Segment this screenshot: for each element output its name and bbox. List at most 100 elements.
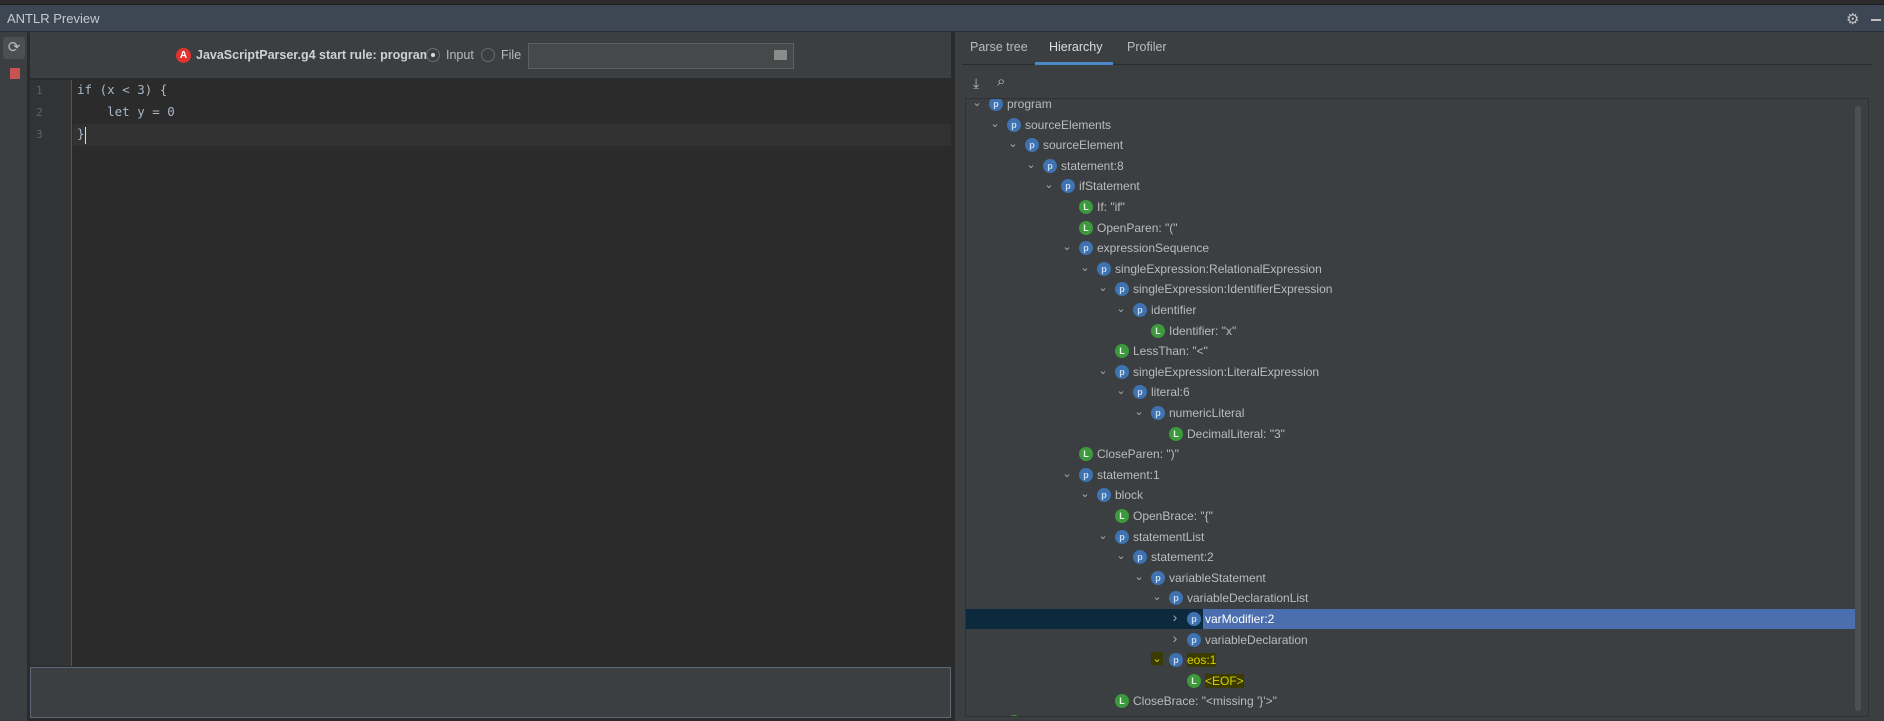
tree-node[interactable]: L LessThan: "<": [966, 341, 1856, 361]
chevron-down-icon[interactable]: ⌄: [1134, 570, 1144, 583]
input-editor[interactable]: 1 2 3 if (x < 3) { let y = 0 }: [30, 80, 951, 666]
chevron-down-icon[interactable]: ⌄: [1008, 138, 1018, 151]
lexer-token-icon: L: [1169, 426, 1183, 441]
input-radio[interactable]: [426, 48, 440, 62]
tree-node-label: <EOF>: [1025, 715, 1064, 716]
console-panel: [30, 667, 951, 718]
stop-button[interactable]: [10, 68, 20, 79]
code-line[interactable]: let y = 0: [77, 104, 175, 119]
chevron-down-icon[interactable]: ⌄: [1098, 282, 1108, 295]
chevron-down-icon[interactable]: ⌄: [972, 98, 982, 109]
tree-node-label: If: "if": [1097, 200, 1125, 214]
lexer-token-icon: L: [1115, 694, 1129, 709]
chevron-down-icon[interactable]: ⌄: [1098, 529, 1108, 542]
chevron-down-icon[interactable]: ⌄: [1134, 406, 1144, 418]
parser-rule-icon: p: [1115, 282, 1129, 297]
search-icon[interactable]: ⌕: [997, 73, 1006, 90]
file-path-input[interactable]: [528, 43, 794, 69]
parser-rule-icon: p: [1079, 241, 1093, 256]
tree-node[interactable]: L DecimalLiteral: "3": [966, 424, 1856, 444]
folder-icon[interactable]: [774, 50, 787, 60]
lexer-token-icon: L: [1115, 509, 1129, 523]
tree-node[interactable]: ⌄ p singleExpression:IdentifierExpression: [966, 279, 1856, 299]
code-line[interactable]: if (x < 3) {: [77, 82, 168, 97]
tree-node[interactable]: L OpenBrace: "{": [966, 506, 1856, 526]
tree-node[interactable]: L CloseBrace: "<missing '}'>": [966, 691, 1856, 711]
chevron-down-icon[interactable]: ⌄: [1116, 550, 1126, 563]
tab-profiler[interactable]: Profiler: [1127, 40, 1167, 54]
input-radio-label[interactable]: Input: [446, 48, 474, 62]
tree-node-label: LessThan: "<": [1133, 344, 1208, 359]
file-radio[interactable]: [481, 48, 495, 62]
chevron-right-icon[interactable]: ›: [1172, 609, 1178, 625]
parser-rule-icon: p: [1115, 364, 1129, 379]
line-number: 1: [36, 84, 43, 97]
tree-node-label: program: [1007, 98, 1052, 111]
lexer-token-icon: L: [1187, 673, 1201, 688]
tree-scrollbar[interactable]: [1855, 106, 1861, 711]
chevron-down-icon[interactable]: ⌄: [1151, 652, 1163, 666]
chevron-down-icon[interactable]: ⌄: [1044, 179, 1054, 192]
chevron-down-icon[interactable]: ⌄: [1080, 261, 1090, 274]
parser-rule-icon: p: [1115, 529, 1129, 544]
tree-node-label: CloseBrace: "<missing '}'>": [1133, 694, 1277, 709]
parser-rule-icon: p: [1133, 303, 1147, 317]
tree-node-label: singleExpression:IdentifierExpression: [1133, 282, 1333, 297]
tree-node[interactable]: L<EOF>: [966, 671, 1856, 691]
chevron-down-icon[interactable]: ⌄: [990, 117, 1000, 130]
chevron-down-icon[interactable]: ⌄: [1116, 385, 1126, 398]
chevron-down-icon[interactable]: ⌄: [1152, 591, 1162, 604]
refresh-button[interactable]: ⟳: [3, 37, 25, 59]
chevron-down-icon[interactable]: ⌄: [1062, 467, 1072, 480]
file-radio-label[interactable]: File: [501, 48, 522, 62]
lexer-token-icon: L: [1115, 344, 1129, 359]
tree-node-label: OpenBrace: "{": [1133, 509, 1213, 523]
tree-node-label: DecimalLiteral: "3": [1187, 426, 1285, 441]
gear-icon[interactable]: ⚙: [1846, 11, 1860, 28]
parser-rule-icon: p: [1187, 612, 1201, 626]
chevron-down-icon[interactable]: ⌄: [1062, 241, 1072, 254]
chevron-down-icon[interactable]: ⌄: [1098, 364, 1108, 377]
parser-rule-icon: p: [1043, 158, 1057, 173]
chevron-down-icon[interactable]: ⌄: [1080, 488, 1090, 501]
tree-node-label: variableDeclaration: [1205, 632, 1308, 647]
tree-node[interactable]: › p varModifier:2: [966, 609, 1856, 629]
code-line[interactable]: }: [77, 126, 85, 141]
chevron-down-icon[interactable]: ⌄: [1116, 303, 1126, 315]
lexer-token-icon: L: [1007, 715, 1021, 716]
chevron-right-icon[interactable]: ›: [1172, 629, 1178, 646]
tree-node[interactable]: L <EOF>: [966, 712, 1856, 716]
tab-parse-tree[interactable]: Parse tree: [970, 40, 1028, 54]
chevron-down-icon[interactable]: ⌄: [1026, 158, 1036, 171]
expand-all-icon[interactable]: ⤓: [973, 75, 980, 91]
tree-node-label: statement:1: [1097, 467, 1160, 482]
tab-hierarchy[interactable]: Hierarchy: [1049, 40, 1103, 54]
parser-rule-icon: p: [1097, 488, 1111, 503]
tree-node-label: varModifier:2: [1205, 612, 1275, 626]
minus-icon[interactable]: [1871, 19, 1881, 21]
